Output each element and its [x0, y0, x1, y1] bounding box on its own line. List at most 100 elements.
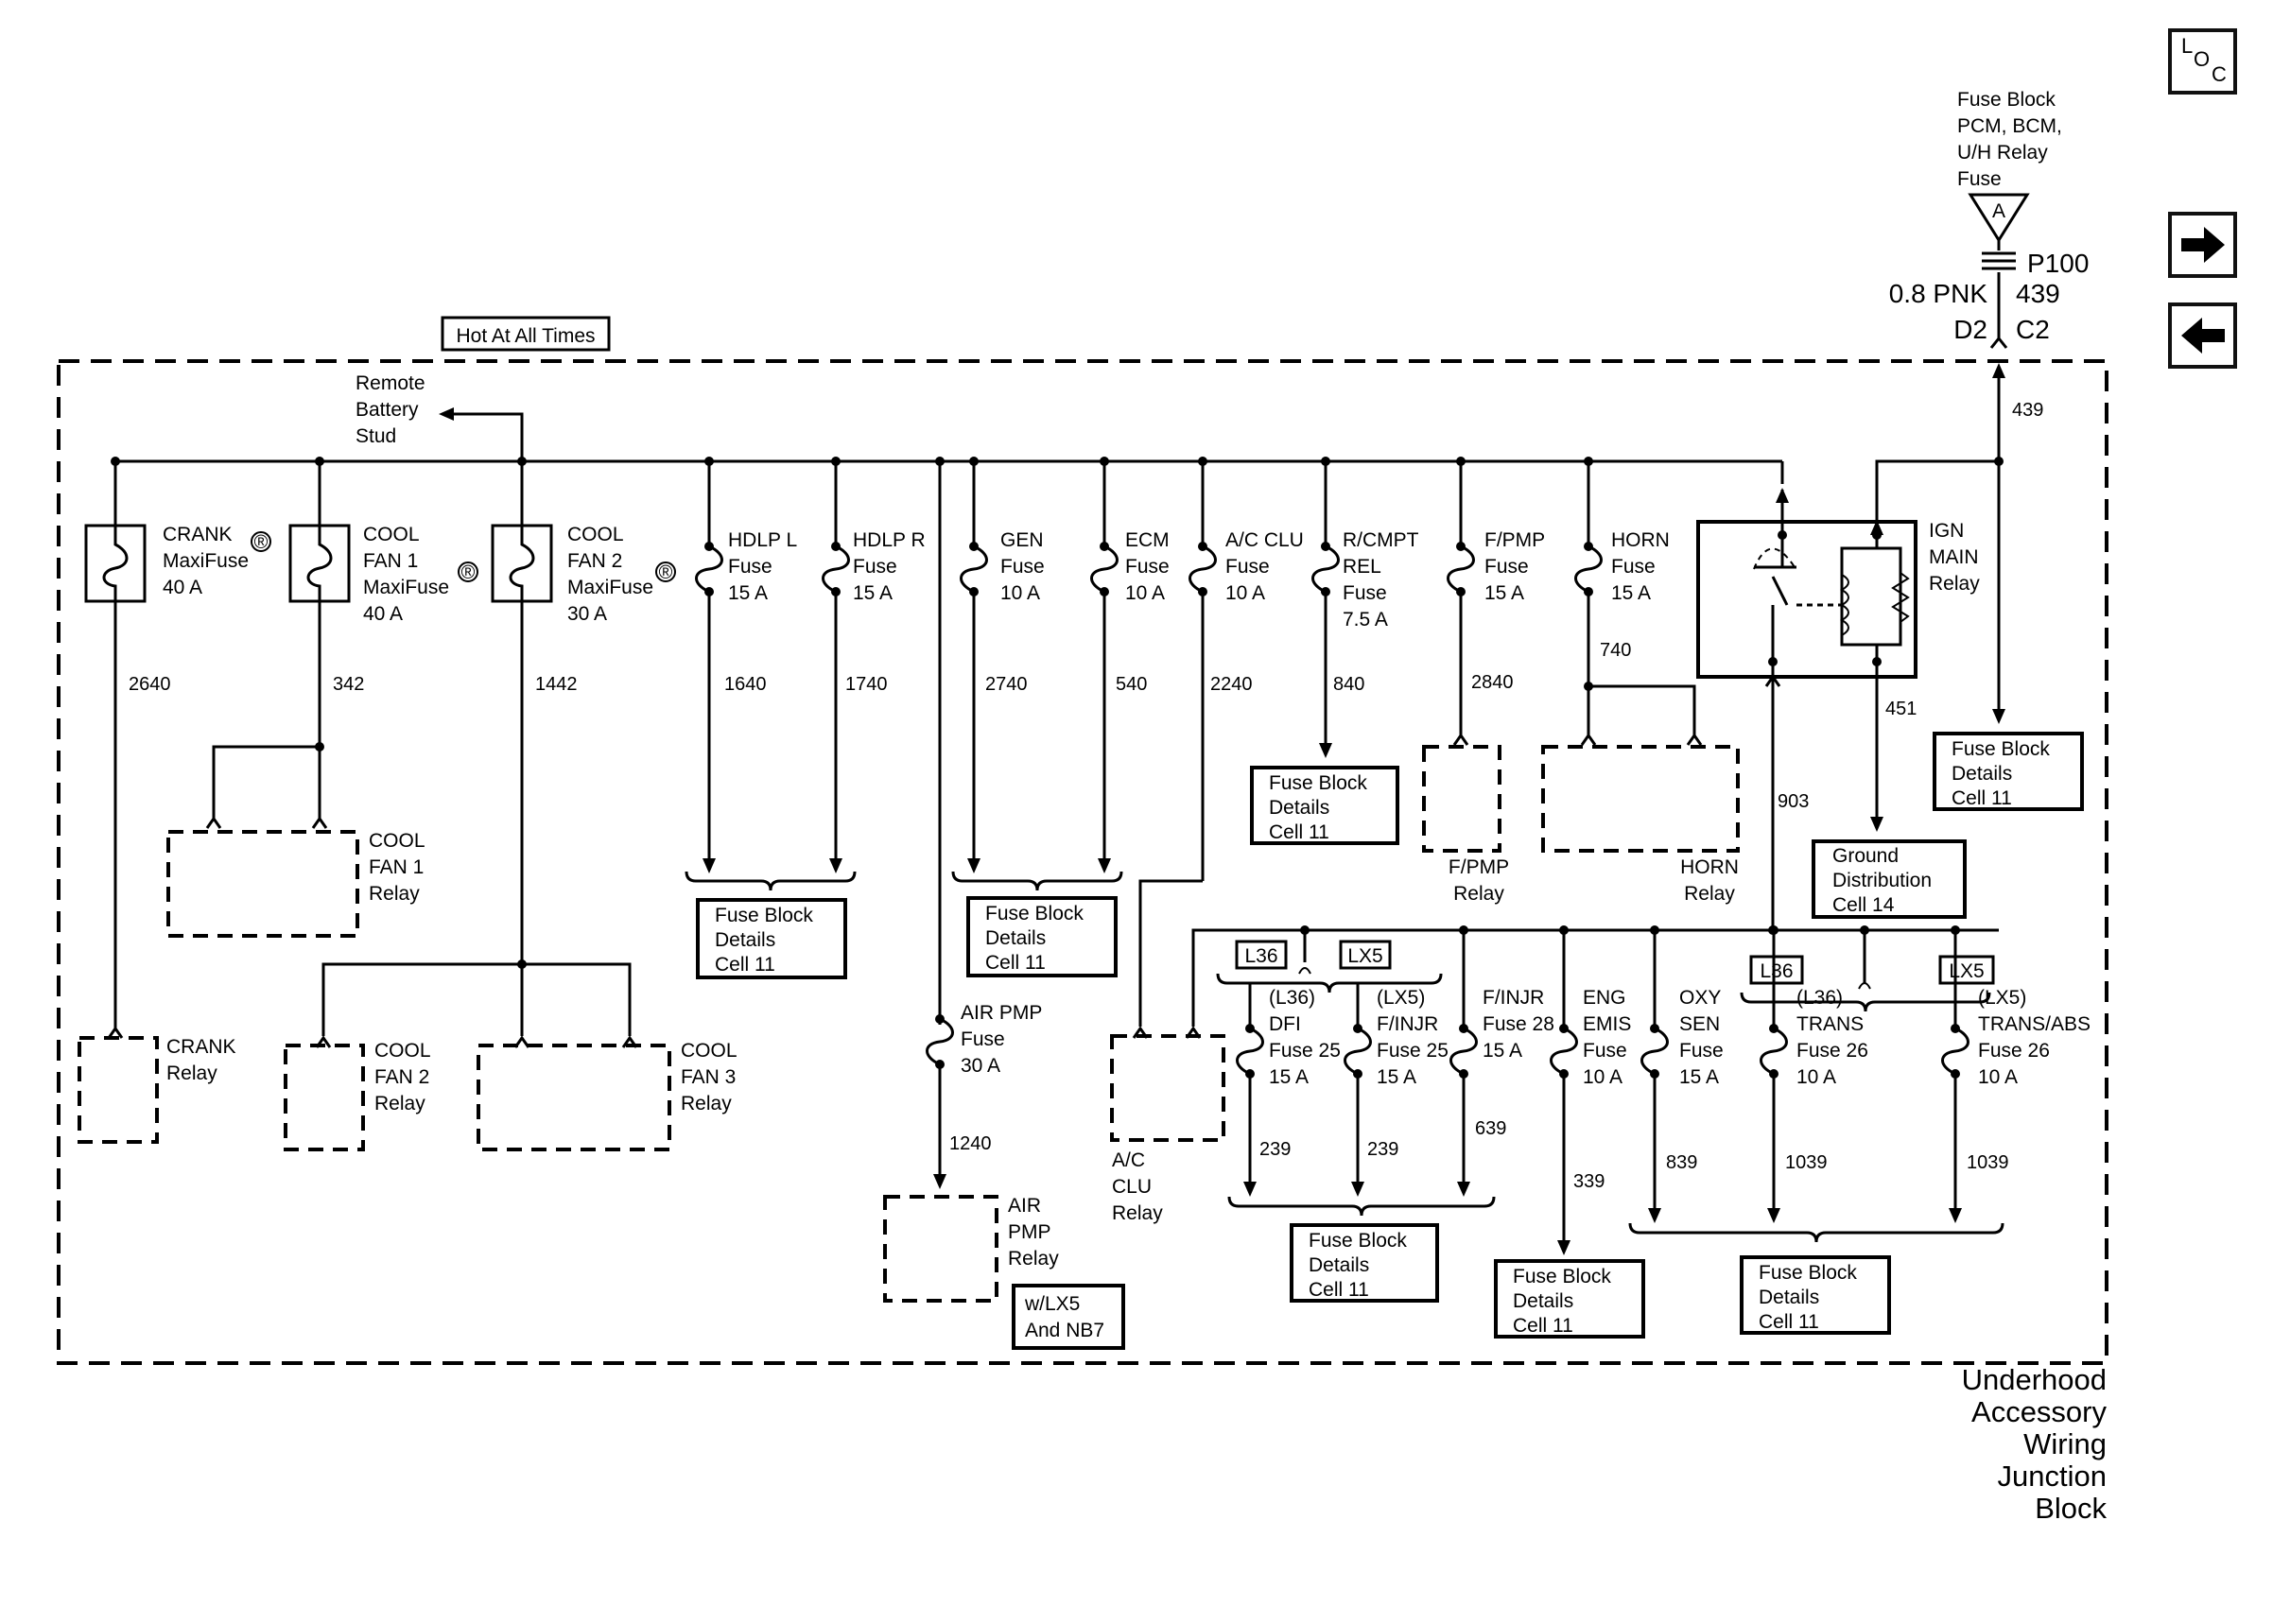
fuse-label: HDLP R — [853, 529, 926, 551]
fuse-block-details-label: Fuse Block — [985, 903, 1084, 924]
lower-fuse-label: Fuse 25 — [1269, 1040, 1341, 1062]
fuse-label: F/PMP — [1484, 529, 1545, 551]
lower-fuse-label: TRANS — [1796, 1013, 1864, 1035]
wire-color: 0.8 PNK — [1889, 279, 1988, 308]
circuit-label: 840 — [1333, 674, 1364, 695]
circuit-label: 2740 — [985, 674, 1028, 695]
circuit-label: 839 — [1666, 1152, 1697, 1173]
lower-fuse-label: Fuse — [1583, 1040, 1627, 1062]
fuse-terminal-dot — [1100, 542, 1109, 551]
pin-right: C2 — [2016, 315, 2050, 344]
ign-main-relay-box — [1696, 520, 1917, 679]
fuse-icon — [1449, 1027, 1478, 1076]
fuse-label: 10 A — [1000, 582, 1040, 604]
fuse-icon — [1236, 1027, 1264, 1076]
fuse-block-details-label: Cell 11 — [1269, 821, 1329, 843]
option-break-icon — [1298, 967, 1311, 975]
location-button[interactable]: L O C — [2168, 28, 2237, 95]
fuse-terminal-dot — [1198, 542, 1207, 551]
arrow-down-icon — [1351, 1182, 1364, 1197]
option-box — [1012, 1284, 1125, 1350]
component-title: Wiring — [2023, 1427, 2107, 1460]
fuse-label: Fuse — [853, 556, 897, 578]
connector-pin-icon — [1764, 674, 1781, 687]
lower-fuse-label: (L36) — [1269, 987, 1315, 1009]
lower-fuse-label: F/INJR — [1483, 987, 1544, 1009]
circuit-label: 2840 — [1471, 672, 1514, 693]
maxifuse-label: MaxiFuse — [567, 577, 653, 598]
fuse-terminal-dot — [1321, 587, 1330, 596]
cool-fan-1-relay-label: COOL — [369, 830, 425, 852]
arrow-down-icon — [1098, 858, 1111, 873]
arrow-down-icon — [1457, 1182, 1470, 1197]
arrow-down-icon — [1319, 743, 1332, 758]
circuit-903: 903 — [1778, 791, 1809, 812]
option-break-icon — [1858, 982, 1871, 990]
maxifuse-icon — [102, 526, 129, 601]
bracket-icon — [1227, 1196, 1496, 1217]
pin-left: D2 — [1953, 315, 1987, 344]
next-page-button[interactable] — [2168, 212, 2237, 278]
previous-page-button[interactable] — [2168, 302, 2237, 369]
wire — [444, 412, 524, 461]
bracket-icon — [685, 871, 857, 891]
circuit-label: 342 — [333, 674, 364, 695]
option-lx5: LX5 — [1347, 945, 1382, 967]
maxifuse-label: FAN 1 — [363, 550, 418, 572]
fuse-icon — [926, 1017, 954, 1066]
fuse-terminal-dot — [1456, 542, 1466, 551]
fuse-icon — [1574, 544, 1603, 594]
wire — [1877, 546, 1902, 647]
circuit-439: 439 — [2012, 400, 2043, 421]
lower-fuse-label: F/INJR — [1377, 1013, 1438, 1035]
fuse-label: Fuse — [1000, 556, 1045, 578]
registered-mark: ® — [254, 532, 269, 553]
f-pmp-relay-box — [1422, 745, 1501, 853]
lower-fuse-label: Fuse 26 — [1796, 1040, 1868, 1062]
wire — [212, 745, 320, 819]
fuse-terminal-dot — [1245, 1024, 1255, 1033]
wire — [1138, 879, 1203, 1027]
lower-fuse-label: TRANS/ABS — [1978, 1013, 2091, 1035]
fuse-label: Fuse — [961, 1028, 1005, 1050]
registered-mark: ® — [659, 562, 673, 583]
ac-clu-relay-box — [1110, 1034, 1225, 1142]
arrow-down-icon — [703, 858, 716, 873]
fuse-label: Fuse — [728, 556, 772, 578]
fuse-terminal-dot — [1321, 542, 1330, 551]
arrow-down-icon — [933, 1174, 946, 1189]
circuit-451: 451 — [1885, 699, 1917, 719]
fuse-label: HDLP L — [728, 529, 797, 551]
fuse-block-details-label: Details — [1513, 1290, 1573, 1312]
fuse-terminal-dot — [831, 542, 841, 551]
fuse-terminal-dot — [1100, 587, 1109, 596]
circuit-label: 339 — [1573, 1171, 1605, 1192]
fuse-block-source-label: PCM, BCM, — [1957, 115, 2062, 137]
fuse-icon — [1311, 544, 1340, 594]
fuse-icon — [822, 544, 850, 594]
connector-pin-icon — [1686, 733, 1703, 746]
circuit-label: 239 — [1367, 1139, 1398, 1160]
connector-pin-icon — [107, 1026, 124, 1039]
cool-fan-1-relay-box — [166, 830, 359, 938]
circuit-label: 740 — [1600, 640, 1631, 661]
fuse-label: AIR PMP — [961, 1002, 1042, 1024]
component-title: Block — [2035, 1492, 2107, 1525]
fuse-label: Fuse — [1343, 582, 1387, 604]
ground-distribution-label: Ground — [1832, 845, 1899, 867]
fuse-block-details-label: Cell 11 — [1309, 1279, 1369, 1301]
lower-fuse-label: Fuse 28 — [1483, 1013, 1554, 1035]
maxifuse-label: 30 A — [567, 603, 607, 625]
fuse-block-details-label: Fuse Block — [1513, 1266, 1611, 1287]
maxifuse-label: COOL — [567, 524, 624, 545]
fuse-label: 10 A — [1225, 582, 1265, 604]
cool-fan-2-relay-label: Relay — [374, 1093, 425, 1114]
fuse-block-details-label: Details — [1269, 797, 1329, 819]
fuse-block-details-box — [1250, 766, 1399, 845]
lower-fuse-label: Fuse — [1679, 1040, 1724, 1062]
ac-clu-relay-label: A/C — [1112, 1149, 1145, 1171]
option-lx5-box — [1938, 955, 1995, 985]
loc-letter-c: C — [2212, 62, 2227, 86]
option-l36: L36 — [1244, 945, 1277, 967]
fuse-terminal-dot — [935, 1014, 945, 1024]
